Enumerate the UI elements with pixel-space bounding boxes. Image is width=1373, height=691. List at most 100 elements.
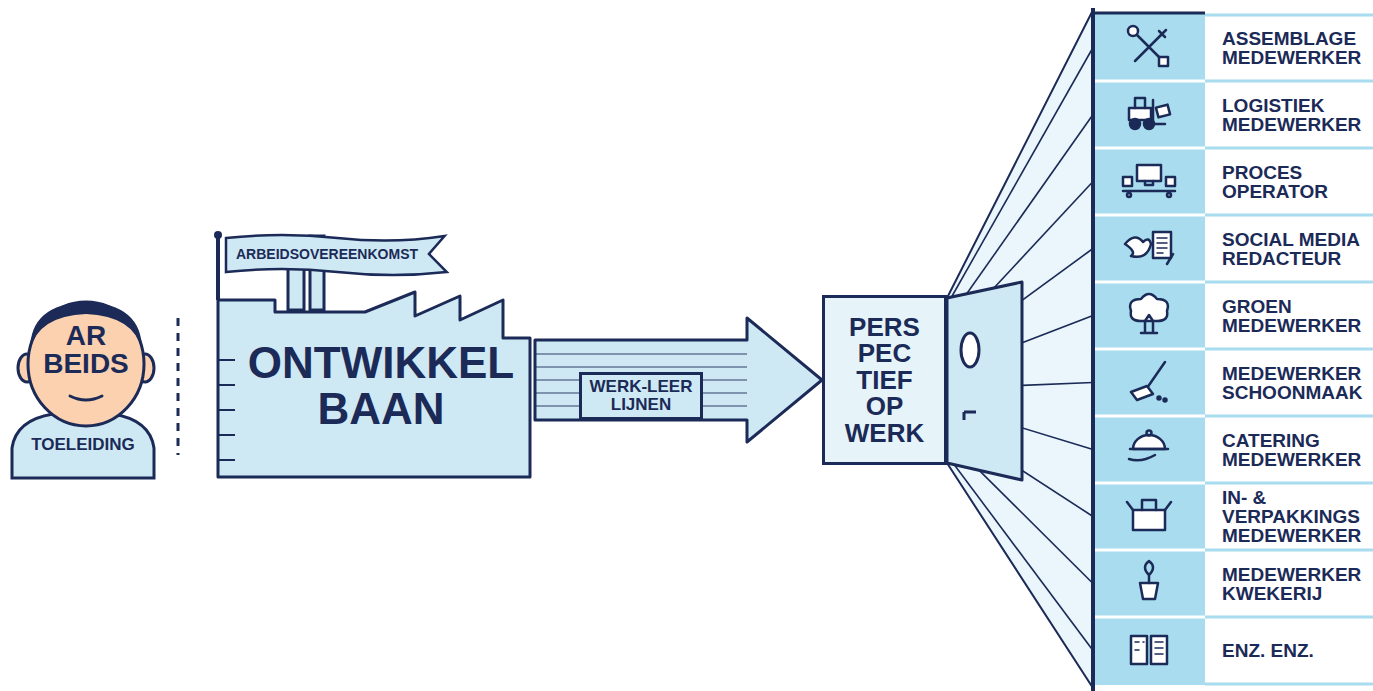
icon-part <box>1125 237 1151 256</box>
icon-part <box>1164 399 1167 402</box>
icon-part <box>1159 57 1168 66</box>
job-title: MEDEWERKER KWEKERIJ <box>1222 565 1366 603</box>
panel-border <box>1091 8 1095 691</box>
person-figure: AR BEIDS TOELEIDING <box>8 298 158 478</box>
job-row: PROCES OPERATOR <box>1093 148 1373 215</box>
factory-outline <box>218 292 530 477</box>
separator <box>1093 80 1205 83</box>
job-row: MEDEWERKER KWEKERIJ <box>1093 550 1373 617</box>
light-ray <box>947 455 1093 651</box>
job-row: SOCIAL MEDIA REDACTEUR <box>1093 215 1373 282</box>
icon-part <box>1147 431 1152 436</box>
separator <box>1205 415 1373 418</box>
box-icon <box>1127 500 1171 530</box>
text-separators <box>1205 15 1373 684</box>
separator <box>1093 482 1205 485</box>
icon-part <box>1123 177 1132 186</box>
head <box>28 302 144 426</box>
icon-part <box>1158 397 1161 400</box>
open-door-leaf <box>947 282 1022 480</box>
separator <box>1205 281 1373 284</box>
icon-part <box>1140 583 1158 599</box>
job-title: CATERING MEDEWERKER <box>1222 431 1366 469</box>
icon-line <box>1129 449 1168 460</box>
pole-top <box>214 231 222 239</box>
icon-separators <box>1093 81 1205 617</box>
panel-border <box>1093 12 1205 15</box>
job-title: MEDEWERKER SCHOONMAAK <box>1222 364 1366 402</box>
job-row: MEDEWERKER SCHOONMAAK <box>1093 349 1373 416</box>
icon-part <box>1153 232 1171 258</box>
cloche-icon <box>1129 431 1168 461</box>
separator <box>1093 549 1205 552</box>
icon-line <box>1141 315 1157 333</box>
banner-flag: ARBEIDSOVEREENKOMST <box>226 234 449 274</box>
icon-part <box>1137 165 1161 181</box>
icon-line <box>1159 30 1166 37</box>
icon-part <box>1156 105 1170 118</box>
separator <box>1205 482 1373 485</box>
factory-building: ONTWIKKEL BAAN <box>215 290 533 480</box>
door-frame: PERS PEC TIEF OP WERK <box>822 295 947 465</box>
job-row: ENZ. ENZ. <box>1093 617 1373 684</box>
arrow-body <box>535 318 822 442</box>
separator <box>1093 281 1205 284</box>
flag-text: ARBEIDSOVEREENKOMST <box>226 247 446 261</box>
icon-part <box>1128 26 1138 36</box>
book-icon <box>1131 636 1167 664</box>
separator <box>1093 616 1205 619</box>
factory-text: ONTWIKKEL BAAN <box>239 340 523 432</box>
job-title: ENZ. ENZ. <box>1222 641 1366 660</box>
separator <box>1205 14 1373 17</box>
icon-part <box>1166 177 1175 186</box>
edge-label-holder: WERK-LEER LIJNEN <box>579 372 703 420</box>
job-row: CATERING MEDEWERKER <box>1093 416 1373 483</box>
icon-part <box>1167 193 1171 197</box>
icon-part <box>1131 386 1153 400</box>
icon-line <box>1147 362 1165 388</box>
dashed-separator <box>177 318 180 455</box>
forklift-icon <box>1129 98 1170 129</box>
icon-column <box>1093 14 1205 685</box>
separator <box>1205 549 1373 552</box>
job-title: SOCIAL MEDIA REDACTEUR <box>1222 230 1366 268</box>
job-row: GROEN MEDEWERKER <box>1093 282 1373 349</box>
job-icons <box>1123 26 1175 664</box>
icon-line <box>1157 238 1167 253</box>
job-title: ASSEMBLAGE MEDEWERKER <box>1222 29 1366 67</box>
face-text: AR BEIDS <box>30 322 142 378</box>
broom-icon <box>1131 362 1167 402</box>
icon-part <box>1133 510 1165 530</box>
job-row: IN- & VERPAKKINGS MEDEWERKER <box>1093 483 1373 550</box>
icon-part <box>1133 435 1165 449</box>
light-ray <box>947 48 1093 306</box>
separator <box>1205 80 1373 83</box>
job-row: ASSEMBLAGE MEDEWERKER <box>1093 14 1373 81</box>
icon-part <box>1130 119 1140 129</box>
door-latch <box>964 412 976 420</box>
separator <box>1205 683 1373 686</box>
arrow-stripe <box>535 353 747 355</box>
separator <box>1093 348 1205 351</box>
icon-line <box>1127 500 1171 510</box>
separator <box>1205 348 1373 351</box>
arrow-stripe <box>535 366 747 368</box>
smile <box>70 396 102 400</box>
separator <box>1093 415 1205 418</box>
separator <box>1093 147 1205 150</box>
separator <box>1205 616 1373 619</box>
job-title: PROCES OPERATOR <box>1222 163 1366 201</box>
bird-paper-icon <box>1125 232 1173 264</box>
separator <box>1205 147 1373 150</box>
separator <box>1205 214 1373 217</box>
flag-cloth <box>226 235 447 275</box>
job-title: LOGISTIEK MEDEWERKER <box>1222 96 1366 134</box>
big-arrow <box>535 318 822 442</box>
shirt-text: TOELEIDING <box>8 436 158 455</box>
text-column <box>1205 14 1373 685</box>
edge-label: WERK-LEER LIJNEN <box>579 372 703 420</box>
light-fan <box>947 10 1093 688</box>
tools-icon <box>1128 26 1168 66</box>
